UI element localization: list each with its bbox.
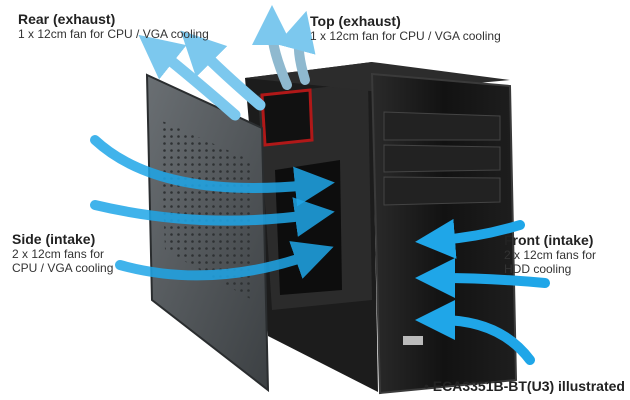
top-exhaust-label: Top (exhaust) 1 x 12cm fan for CPU / VGA… — [310, 13, 501, 44]
side-panel-vents — [160, 120, 252, 300]
side-title: Side (intake) — [12, 231, 96, 247]
side-desc-1: 2 x 12cm fans for — [12, 247, 105, 261]
front-intake-arrow — [415, 300, 535, 365]
side-desc-2: CPU / VGA cooling — [12, 261, 114, 275]
airflow-arrows — [90, 5, 550, 365]
side-intake-arrow — [115, 241, 334, 281]
rear-desc: 1 x 12cm fan for CPU / VGA cooling — [18, 27, 209, 41]
front-desc-2: HDD cooling — [504, 262, 572, 276]
front-intake-arrow — [415, 258, 550, 299]
side-intake-arrow — [90, 135, 335, 207]
rear-exhaust-arrow — [180, 30, 266, 111]
front-desc-1: 2 x 12cm fans for — [504, 248, 597, 262]
side-intake-label: Side (intake) 2 x 12cm fans for CPU / VG… — [12, 231, 114, 276]
rear-exhaust-arrow — [138, 34, 241, 121]
front-intake-arrow — [415, 218, 525, 259]
top-desc: 1 x 12cm fan for CPU / VGA cooling — [310, 29, 501, 43]
rear-exhaust-label: Rear (exhaust) 1 x 12cm fan for CPU / VG… — [18, 11, 209, 42]
top-exhaust-arrow — [276, 10, 316, 85]
model-note: • ECA3351B-BT(U3) illustrated — [424, 378, 625, 394]
pc-case — [245, 62, 518, 395]
side-intake-arrow — [90, 197, 335, 237]
rear-title: Rear (exhaust) — [18, 11, 116, 27]
front-intake-label: Front (intake) 2 x 12cm fans for HDD coo… — [504, 232, 597, 277]
top-title: Top (exhaust) — [310, 13, 401, 29]
front-title: Front (intake) — [504, 232, 594, 248]
logo-badge — [403, 336, 423, 345]
top-exhaust-arrow — [252, 5, 293, 90]
